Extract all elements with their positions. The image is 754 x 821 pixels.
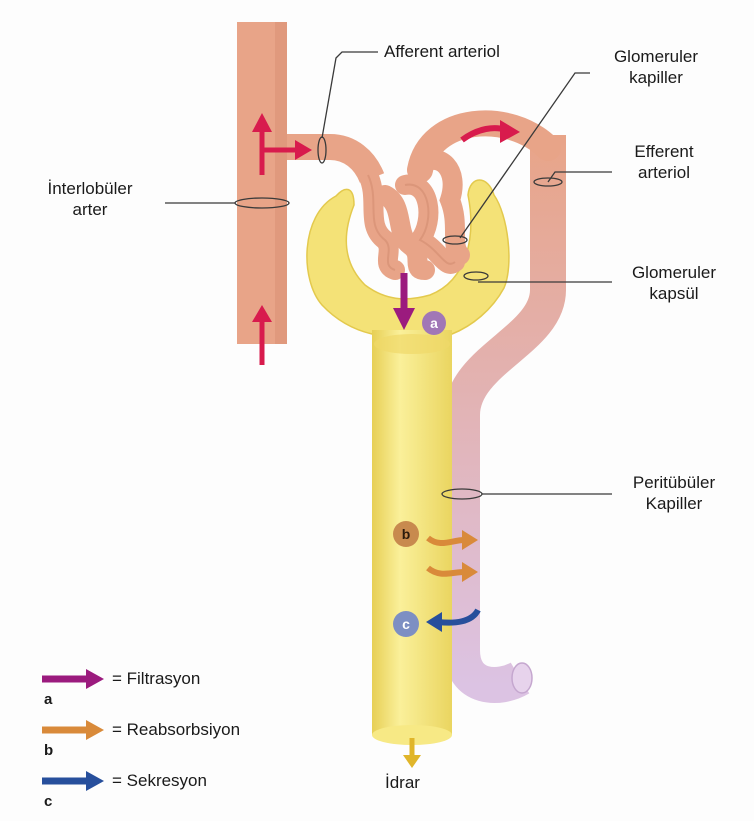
label-efferent-arteriol-line1: Efferent xyxy=(612,141,716,162)
tubule-top-opening xyxy=(374,334,450,354)
badge-a-text: a xyxy=(430,315,438,331)
label-afferent-arteriol: Afferent arteriol xyxy=(384,41,500,62)
legend-letter-a: a xyxy=(44,691,52,708)
label-interlobuler-arter-line2: arter xyxy=(24,199,156,220)
interlobuler-artery-shade xyxy=(275,22,287,344)
urine-arrowhead xyxy=(403,755,421,768)
legend-arrow-filtrasyon xyxy=(42,669,104,689)
badge-c-text: c xyxy=(402,616,410,632)
label-glomeruler-kapsul-line1: Glomeruler xyxy=(612,262,736,283)
label-glomeruler-kapiller-line2: kapiller xyxy=(594,67,718,88)
label-glomeruler-kapiller-line1: Glomeruler xyxy=(594,46,718,67)
legend-text-sekresyon: = Sekresyon xyxy=(112,770,207,791)
label-idrar: İdrar xyxy=(385,772,420,793)
legend-arrow-reabsorbsiyon xyxy=(42,720,104,740)
label-interlobuler-arter: İnterlobüler arter xyxy=(24,178,156,220)
legend-text-reabsorbsiyon: = Reabsorbsiyon xyxy=(112,719,240,740)
label-glomeruler-kapsul: Glomeruler kapsül xyxy=(612,262,736,304)
legend-letter-b: b xyxy=(44,742,53,759)
capillary-end xyxy=(512,663,532,693)
legend-arrow-sekresyon xyxy=(42,771,104,791)
label-interlobuler-arter-line1: İnterlobüler xyxy=(24,178,156,199)
legend-text-filtrasyon: = Filtrasyon xyxy=(112,668,200,689)
label-peritubuler-kapiller: Peritübüler Kapiller xyxy=(612,472,736,514)
label-peritubuler-kapiller-line2: Kapiller xyxy=(612,493,736,514)
label-efferent-arteriol-line2: arteriol xyxy=(612,162,716,183)
label-efferent-arteriol: Efferent arteriol xyxy=(612,141,716,183)
legend-letter-c: c xyxy=(44,793,52,810)
label-peritubuler-kapiller-line1: Peritübüler xyxy=(612,472,736,493)
label-glomeruler-kapiller: Glomeruler kapiller xyxy=(594,46,718,88)
label-glomeruler-kapsul-line2: kapsül xyxy=(612,283,736,304)
badge-b-text: b xyxy=(402,526,411,542)
